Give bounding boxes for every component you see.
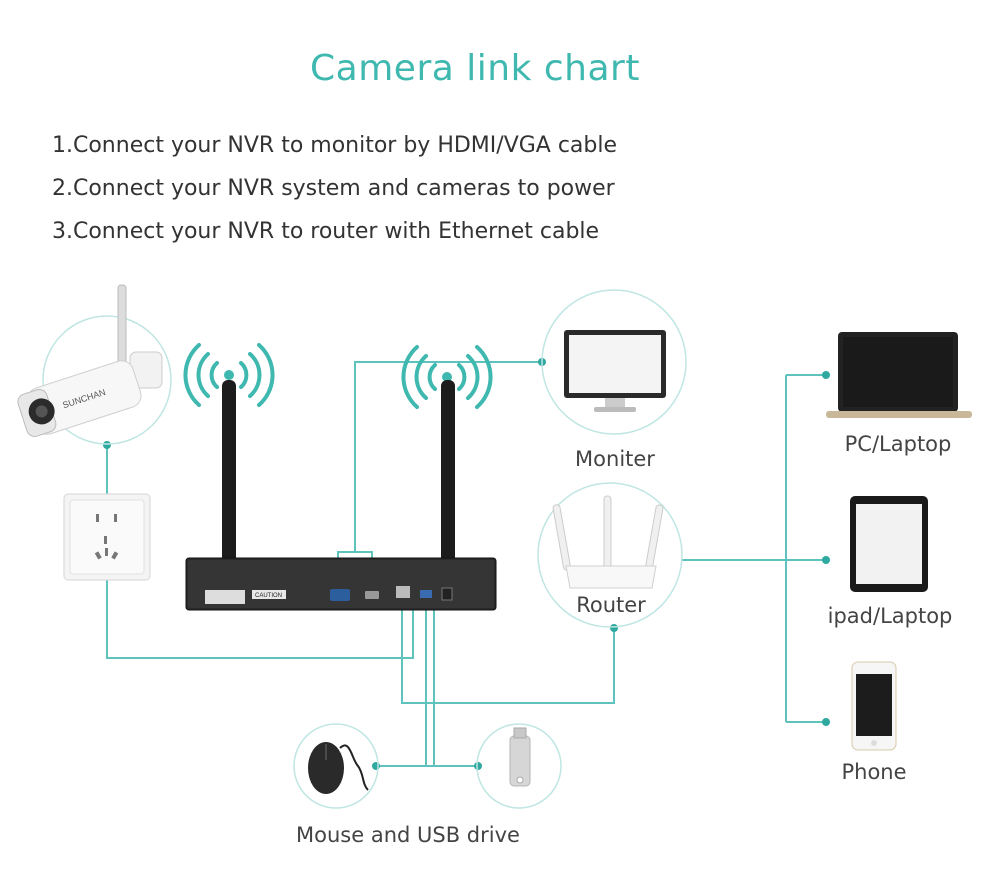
laptop-icon <box>826 332 972 418</box>
tablet-icon <box>850 496 928 592</box>
router-icon <box>552 495 664 589</box>
connector-dots <box>103 358 830 770</box>
nvr-device: CAUTION <box>185 380 497 611</box>
mouse-icon <box>308 742 369 794</box>
monitor-icon <box>564 330 666 412</box>
power-socket-icon <box>63 493 151 581</box>
connection-lines <box>106 361 826 767</box>
monitor-ring <box>541 289 687 435</box>
step-3: 3.Connect your NVR to router with Ethern… <box>52 219 600 244</box>
power-port <box>441 587 453 601</box>
router-ring <box>537 482 683 628</box>
mouse-usb-label: Mouse and USB drive <box>296 823 520 847</box>
phone-label: Phone <box>841 760 907 784</box>
pc-laptop-label: PC/Laptop <box>844 432 952 456</box>
ethernet-port <box>396 586 410 598</box>
monitor-label: Moniter <box>575 447 655 471</box>
usb-ring <box>476 723 562 809</box>
usb-drive-icon <box>509 727 531 787</box>
vga-port <box>330 589 350 601</box>
page-title: Camera link chart <box>310 48 640 89</box>
step-2: 2.Connect your NVR system and cameras to… <box>52 176 615 201</box>
antenna-left <box>222 380 236 580</box>
step-1: 1.Connect your NVR to monitor by HDMI/VG… <box>52 133 618 158</box>
phone-icon <box>851 661 897 751</box>
mouse-ring <box>293 723 379 809</box>
wifi-signal-icon-right <box>401 345 493 409</box>
camera-icon: SUNCHAN <box>17 284 163 437</box>
usb-port <box>420 590 432 598</box>
wifi-signal-icon-left <box>183 343 275 407</box>
hdmi-port <box>365 591 379 599</box>
nvr-caution-label: CAUTION <box>255 593 282 599</box>
ipad-laptop-label: ipad/Laptop <box>827 604 953 628</box>
camera-ring <box>42 315 172 445</box>
antenna-right <box>441 380 455 580</box>
router-label: Router <box>576 593 646 617</box>
